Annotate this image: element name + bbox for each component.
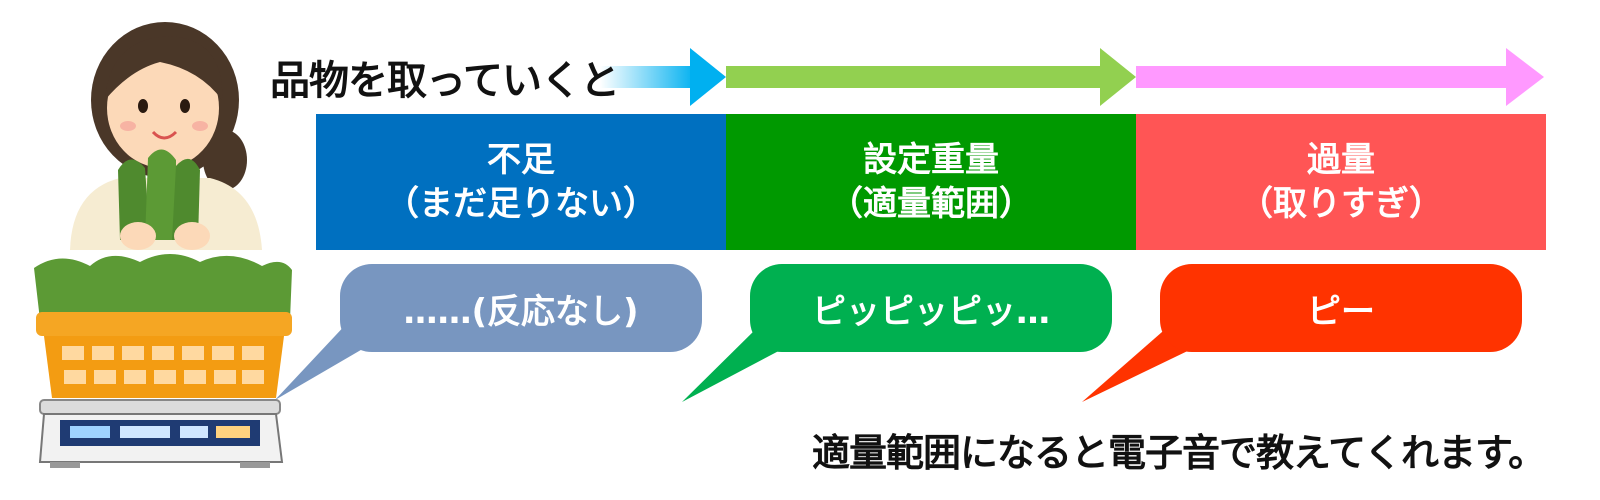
digital-scale-icon: [38, 399, 284, 468]
arrow-segment-3: [1136, 48, 1544, 106]
panel-insufficient: 不足 （まだ足りない）: [316, 114, 726, 250]
panel-title: 不足: [487, 140, 555, 180]
speech-bubble-long-beep: ピー: [1160, 264, 1522, 352]
arrow-segment-2: [726, 48, 1136, 106]
speech-bubble-beeping: ピッピッピッ…: [750, 264, 1112, 352]
asparagus-bunch-icon: [118, 149, 210, 250]
intro-text: 品物を取っていくと: [270, 58, 620, 104]
basket-icon: [36, 312, 292, 398]
footer-note: 適量範囲になると電子音で教えてくれます。: [812, 431, 1546, 475]
panel-subtitle: （取りすぎ）: [1239, 184, 1443, 224]
panel-subtitle: （適量範囲）: [829, 184, 1033, 224]
panel-target-weight: 設定重量 （適量範囲）: [726, 114, 1136, 250]
speech-bubble-no-response: ……(反応なし): [340, 264, 702, 352]
panel-title: 設定重量: [863, 140, 999, 180]
arrow-segment-1: [600, 48, 726, 106]
asparagus-pile-icon: [34, 254, 292, 320]
panel-subtitle: （まだ足りない）: [385, 184, 657, 224]
panel-title: 過量: [1307, 140, 1375, 180]
woman-illustration: [70, 22, 262, 250]
panel-overweight: 過量 （取りすぎ）: [1136, 114, 1546, 250]
